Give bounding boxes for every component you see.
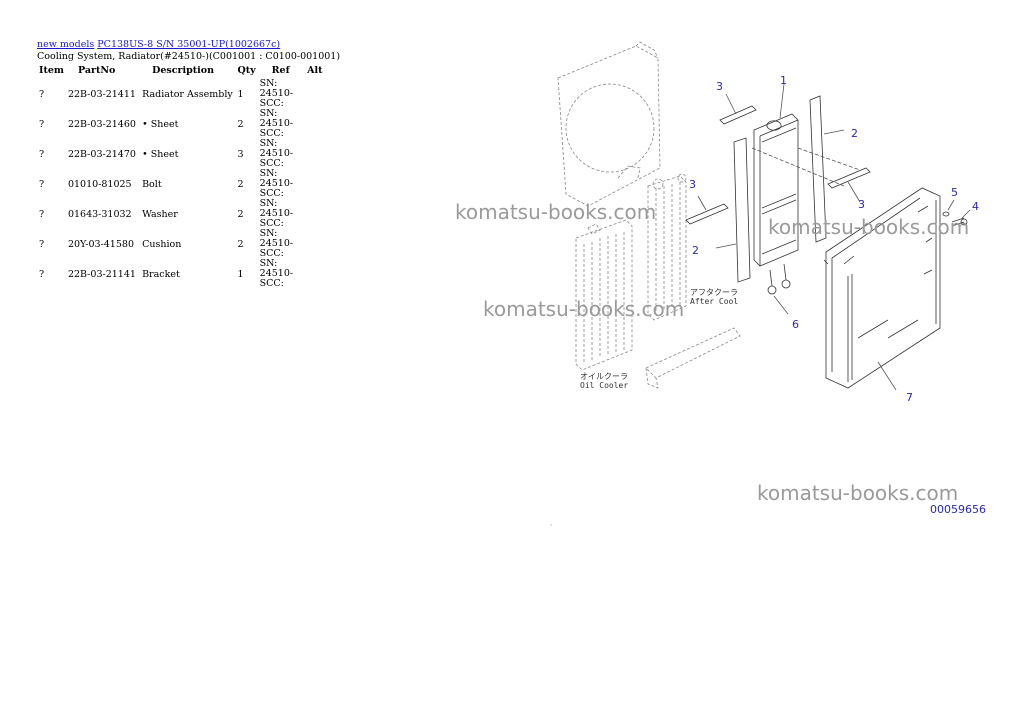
cell-qty: 2 bbox=[237, 178, 244, 190]
cell-alt bbox=[305, 139, 327, 169]
after-cool-label: アフタクーラ After Cool bbox=[690, 288, 738, 306]
callout-2-sheet-right: 2 bbox=[851, 127, 858, 140]
table-row: ? 20Y-03-41580 Cushion 2 SN: 24510-SCC: bbox=[35, 229, 327, 259]
callout-3-bar-middle: 3 bbox=[689, 178, 696, 191]
cell-qty: 2 bbox=[237, 118, 244, 130]
after-cool-label-en: After Cool bbox=[690, 297, 739, 306]
cell-description: Bracket bbox=[142, 268, 180, 280]
cell-alt bbox=[305, 109, 327, 139]
cell-ref: SN: 24510-SCC: bbox=[259, 78, 294, 109]
callout-5-washer: 5 bbox=[951, 186, 958, 199]
watermark-4: komatsu-books.com bbox=[757, 481, 959, 505]
cell-partno: 22B-03-21411 bbox=[67, 88, 136, 100]
cell-item: ? bbox=[39, 178, 45, 190]
cell-partno: 22B-03-21460 bbox=[67, 118, 136, 130]
cell-ref: SN: 24510-SCC: bbox=[259, 228, 294, 259]
col-header-ref: Ref bbox=[271, 65, 290, 76]
cell-item: ? bbox=[39, 118, 45, 130]
cell-item: ? bbox=[39, 88, 45, 100]
col-header-item: Item bbox=[39, 65, 64, 76]
figure-id: 00059656 bbox=[930, 503, 986, 516]
after-cooler-drawing bbox=[647, 173, 687, 321]
watermark-3: komatsu-books.com bbox=[483, 297, 685, 321]
table-row: ? 22B-03-21411 Radiator Assembly 1 SN: 24510… bbox=[35, 79, 327, 109]
cell-alt bbox=[305, 229, 327, 259]
table-row: ? 22B-03-21470 • Sheet 3 SN: 24510-SCC: bbox=[35, 139, 327, 169]
col-header-qty: Qty bbox=[237, 65, 256, 76]
cell-qty: 2 bbox=[237, 238, 244, 250]
exploded-parts-diagram: 1 2 2 3 3 3 4 5 6 7 アフタクーラ After Cool オイ… bbox=[548, 38, 998, 528]
callout-1-radiator-assembly: 1 bbox=[780, 74, 787, 87]
bracket-frame-drawing bbox=[823, 187, 941, 389]
page-subtitle: Cooling System, Radiator(#24510-)(C00100… bbox=[37, 51, 341, 62]
sheet-strip-left bbox=[733, 137, 751, 283]
bolt-washer-drawing bbox=[942, 211, 968, 227]
short-bar-drawings bbox=[685, 105, 871, 225]
cell-item: ? bbox=[39, 268, 45, 280]
cell-ref: SN: 24510-SCC: bbox=[259, 138, 294, 169]
table-row: ? 01010-81025 Bolt 2 SN: 24510-SCC: bbox=[35, 169, 327, 199]
oil-cooler-drawing bbox=[575, 219, 633, 371]
breadcrumb-link-new-models[interactable]: new models bbox=[37, 39, 95, 50]
breadcrumb-link-model[interactable]: PC138US-8 S/N 35001-UP(1002667c) bbox=[97, 39, 281, 50]
parts-panel: new models PC138US-8 S/N 35001-UP(100266… bbox=[35, 38, 341, 289]
cell-partno: 01643-31032 bbox=[67, 208, 132, 220]
cell-description: • Sheet bbox=[142, 148, 179, 160]
cell-description: Bolt bbox=[142, 178, 162, 190]
oil-cooler-label-jp: オイルクーラ bbox=[580, 372, 628, 381]
callout-2-sheet-left: 2 bbox=[692, 244, 699, 257]
cell-ref: SN: 24510-SCC: bbox=[259, 108, 294, 139]
cell-description: • Sheet bbox=[142, 118, 179, 130]
oil-cooler-label: オイルクーラ Oil Cooler bbox=[580, 372, 628, 390]
cell-item: ? bbox=[39, 148, 45, 160]
cell-alt bbox=[305, 79, 327, 109]
cell-qty: 2 bbox=[237, 208, 244, 220]
cell-alt bbox=[305, 169, 327, 199]
diagram-drawing bbox=[550, 41, 971, 526]
table-header-row: Item PartNo Description Qty Ref Alt bbox=[35, 65, 327, 79]
sheet-strip-right bbox=[809, 95, 827, 243]
cell-item: ? bbox=[39, 208, 45, 220]
cell-partno: 20Y-03-41580 bbox=[67, 238, 134, 250]
radiator-assembly-drawing bbox=[753, 113, 799, 295]
cell-description: Washer bbox=[142, 208, 178, 220]
callout-4-bolt: 4 bbox=[972, 200, 979, 213]
parts-table: Item PartNo Description Qty Ref Alt ?22B… bbox=[35, 65, 327, 289]
cell-item: ? bbox=[39, 238, 45, 250]
cell-ref: SN: 24510-SCC: bbox=[259, 198, 294, 229]
callout-6-cushion: 6 bbox=[792, 318, 799, 331]
col-header-alt: Alt bbox=[307, 65, 323, 76]
cell-qty: 1 bbox=[237, 88, 244, 100]
callout-3-bar-right: 3 bbox=[858, 198, 865, 211]
col-header-description: Description bbox=[152, 65, 214, 76]
cell-qty: 3 bbox=[237, 148, 244, 160]
cell-alt bbox=[305, 199, 327, 229]
watermark-2: komatsu-books.com bbox=[768, 215, 970, 239]
breadcrumb: new models PC138US-8 S/N 35001-UP(100266… bbox=[37, 38, 327, 51]
after-cool-label-jp: アフタクーラ bbox=[690, 288, 738, 297]
table-row: ? 01643-31032 Washer 2 SN: 24510-SCC: bbox=[35, 199, 327, 229]
cell-alt bbox=[305, 259, 327, 289]
cell-ref: SN: 24510-SCC: bbox=[259, 258, 294, 289]
cell-description: Cushion bbox=[142, 238, 182, 250]
cell-ref: SN: 24510-SCC: bbox=[259, 168, 294, 199]
cell-partno: 22B-03-21470 bbox=[67, 148, 136, 160]
cell-qty: 1 bbox=[237, 268, 244, 280]
col-header-partno: PartNo bbox=[77, 65, 116, 76]
cell-description: Radiator Assembly bbox=[142, 88, 233, 100]
support-bar-drawing bbox=[645, 327, 741, 389]
watermark-1: komatsu-books.com bbox=[455, 200, 657, 224]
oil-cooler-label-en: Oil Cooler bbox=[580, 381, 629, 390]
fan-shroud-drawing bbox=[557, 41, 661, 207]
leader-lines bbox=[697, 83, 971, 391]
cell-partno: 22B-03-21141 bbox=[67, 268, 136, 280]
cell-partno: 01010-81025 bbox=[67, 178, 132, 190]
table-row: ? 22B-03-21460 • Sheet 2 SN: 24510-SCC: bbox=[35, 109, 327, 139]
callout-7-bracket: 7 bbox=[906, 391, 913, 404]
callout-3-bar-top: 3 bbox=[716, 80, 723, 93]
table-row: ? 22B-03-21141 Bracket 1 SN: 24510-SCC: bbox=[35, 259, 327, 289]
